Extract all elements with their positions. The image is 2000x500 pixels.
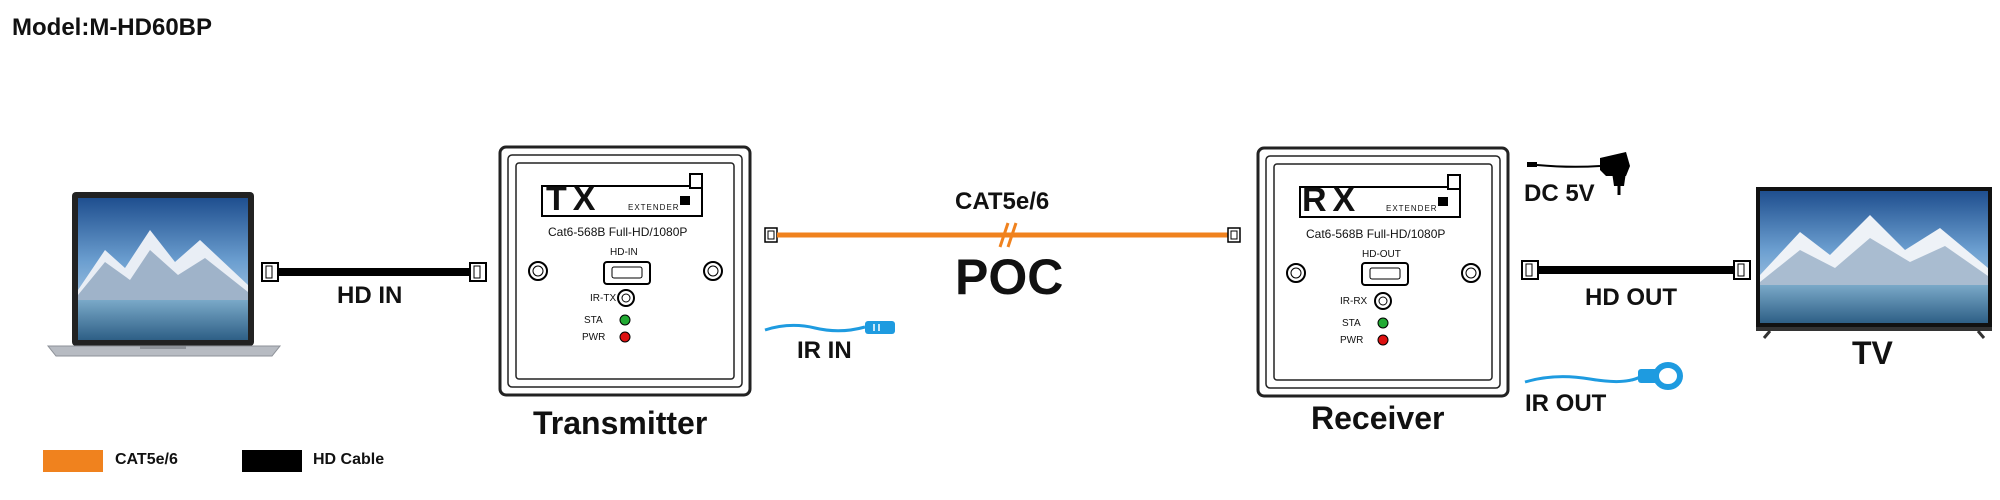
tx-logo: TX [546,180,602,218]
ir-in-label: IR IN [797,337,852,364]
power-adapter-icon [1527,152,1630,195]
ir-in-cable [764,321,895,334]
transmitter-device [498,145,752,397]
model-title: Model:M-HD60BP [12,14,213,41]
tv-icon [1756,187,1992,339]
legend-swatch-cat [43,450,103,472]
rx-logo-sub: EXTENDER [1386,204,1438,213]
ir-out-cable [1524,362,1683,390]
tx-ir-label: IR-TX [590,293,617,304]
rx-ir-label: IR-RX [1340,296,1368,307]
receiver-caption: Receiver [1311,400,1445,436]
tx-pwr-label: PWR [582,332,606,343]
legend-label-cat: CAT5e/6 [115,451,178,468]
hd-in-cable [261,262,487,282]
tx-spec: Cat6-568B Full-HD/1080P [548,225,688,239]
laptop-icon [46,192,282,357]
dc-label: DC 5V [1524,180,1595,207]
legend-swatch-hd [242,450,302,472]
tx-logo-sub: EXTENDER [628,203,680,212]
rx-logo: RX [1302,181,1362,219]
tx-sta-label: STA [584,315,603,326]
legend-label-hd: HD Cable [313,451,385,468]
cat-cable-label: CAT5e/6 [955,188,1050,215]
rx-sta-label: STA [1342,318,1361,329]
transmitter-caption: Transmitter [533,405,708,441]
cat-cable [764,222,1241,248]
hd-out-cable [1521,260,1751,280]
hd-out-label: HD OUT [1585,284,1677,311]
rx-spec: Cat6-568B Full-HD/1080P [1306,227,1446,241]
receiver-device [1256,146,1510,398]
tv-label: TV [1852,335,1893,371]
hd-in-label: HD IN [337,282,403,309]
ir-out-label: IR OUT [1525,390,1607,417]
poc-label: POC [955,249,1064,305]
rx-pwr-label: PWR [1340,335,1364,346]
rx-port-label: HD-OUT [1362,249,1401,260]
tx-port-label: HD-IN [610,247,638,258]
